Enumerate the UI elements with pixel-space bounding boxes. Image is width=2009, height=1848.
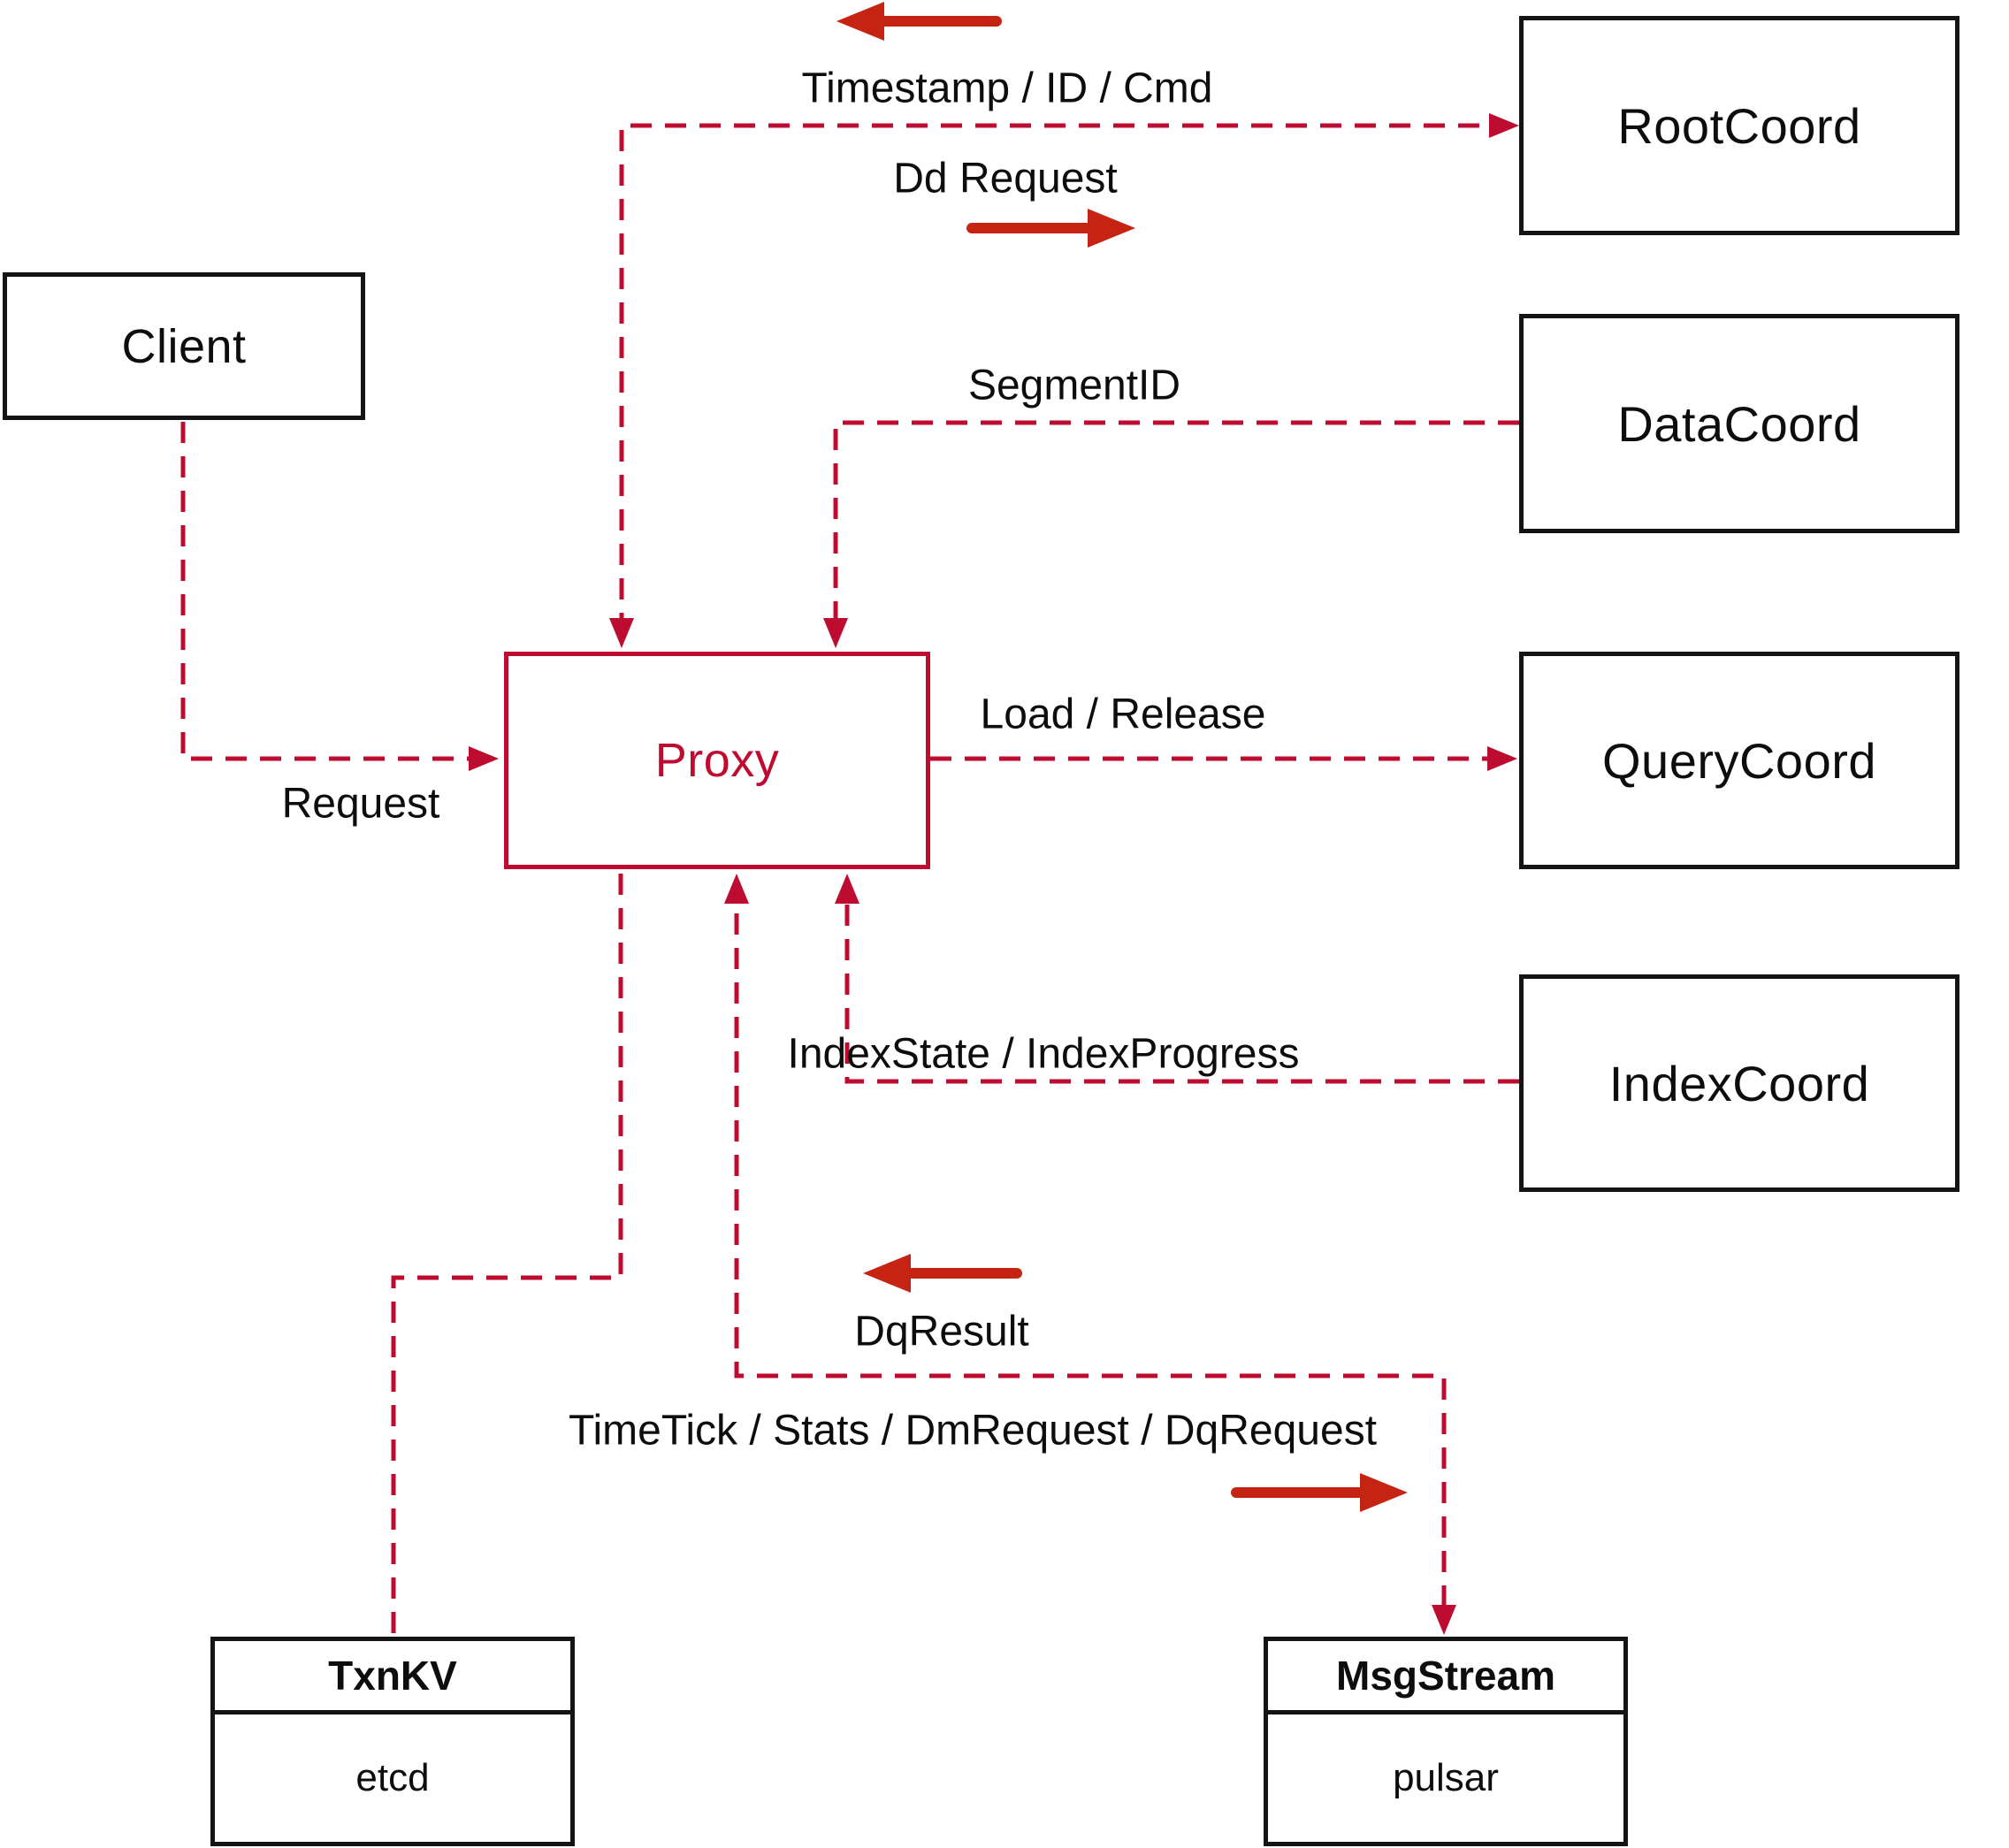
- arrowhead-indexline-into-proxy-icon: [835, 874, 859, 904]
- node-proxy: Proxy: [504, 652, 930, 869]
- arrowhead-client-into-proxy-icon: [469, 746, 499, 771]
- rootcoord-label: RootCoord: [1617, 97, 1861, 154]
- edge-label-load-release: Load / Release: [980, 691, 1266, 738]
- annotation-arrow-left-timestamp: [836, 2, 1002, 41]
- annotation-arrow-right-dd-request: [966, 209, 1135, 248]
- edge-datacoord-proxy: [833, 420, 1519, 638]
- edge-label-timestamp-id-cmd: Timestamp / ID / Cmd: [801, 65, 1213, 112]
- edge-label-timetick-stats-dmrequest-dqrequest: TimeTick / Stats / DmRequest / DqRequest: [568, 1407, 1378, 1455]
- arrowhead-dataline-into-proxy-icon: [823, 618, 848, 648]
- annotation-arrow-right-timetick: [1231, 1473, 1408, 1512]
- txnkv-title: TxnKV: [215, 1641, 570, 1714]
- edge-label-request: Request: [281, 780, 440, 828]
- edge-indexcoord-proxy: [844, 879, 1519, 1084]
- node-txnkv: TxnKV etcd: [210, 1637, 575, 1846]
- node-datacoord: DataCoord: [1519, 314, 1959, 533]
- arrowhead-into-rootcoord-icon: [1489, 113, 1519, 138]
- proxy-label: Proxy: [654, 734, 780, 787]
- indexcoord-label: IndexCoord: [1608, 1055, 1870, 1111]
- arrowhead-rootline-into-proxy-icon: [609, 618, 634, 648]
- node-msgstream: MsgStream pulsar: [1264, 1637, 1628, 1846]
- datacoord-label: DataCoord: [1617, 395, 1861, 452]
- edge-label-dd-request: Dd Request: [893, 155, 1118, 202]
- arrowhead-msgline-into-proxy-icon: [724, 874, 749, 904]
- node-client: Client: [3, 272, 365, 420]
- arrowhead-into-querycoord-icon: [1487, 746, 1517, 771]
- edge-proxy-txnkv: [391, 874, 623, 1635]
- edge-label-dqresult: DqResult: [854, 1308, 1029, 1355]
- edge-label-segmentid: SegmentID: [967, 362, 1181, 409]
- querycoord-label: QueryCoord: [1601, 732, 1877, 789]
- arrowhead-into-msgstream-icon: [1432, 1605, 1456, 1635]
- txnkv-impl: etcd: [355, 1756, 430, 1799]
- client-label: Client: [121, 319, 247, 373]
- node-indexcoord: IndexCoord: [1519, 974, 1959, 1192]
- annotation-arrow-left-dqresult: [863, 1254, 1022, 1293]
- edge-label-indexstate-indexprogress: IndexState / IndexProgress: [787, 1030, 1300, 1078]
- node-rootcoord: RootCoord: [1519, 16, 1959, 235]
- msgstream-impl: pulsar: [1393, 1756, 1499, 1799]
- node-querycoord: QueryCoord: [1519, 652, 1959, 869]
- edge-proxy-msgstream: [734, 879, 1447, 1630]
- edge-client-proxy: [180, 422, 493, 761]
- msgstream-title: MsgStream: [1268, 1641, 1623, 1714]
